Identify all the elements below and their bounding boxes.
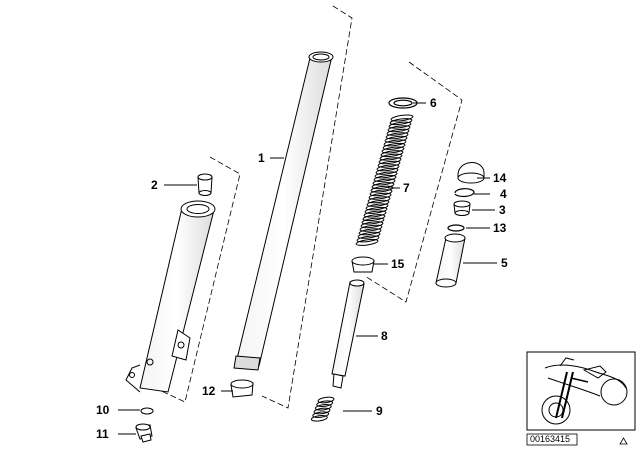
spring-coil bbox=[313, 407, 331, 415]
spring-coil bbox=[364, 206, 388, 214]
spring-coil bbox=[356, 235, 380, 243]
diagram-code-frame bbox=[526, 433, 578, 446]
spring-coil bbox=[382, 142, 406, 150]
triangle-icon bbox=[619, 437, 628, 445]
spring-coil bbox=[360, 221, 384, 229]
spring-coil bbox=[365, 203, 389, 211]
spring-coil bbox=[384, 135, 408, 143]
callout-3: 3 bbox=[499, 203, 506, 217]
spring-coil bbox=[379, 153, 403, 161]
spring-coil bbox=[316, 400, 334, 408]
spring-coil bbox=[358, 228, 382, 236]
spring-coil bbox=[378, 157, 402, 165]
spring-coil bbox=[355, 238, 379, 246]
group-frame-centre bbox=[261, 5, 353, 409]
callout-labels: 1 2 6 7 14 4 3 13 5 15 8 9 12 10 11 bbox=[96, 96, 508, 441]
callout-7: 7 bbox=[403, 181, 410, 195]
callout-11: 11 bbox=[96, 427, 109, 441]
spring-coil bbox=[312, 411, 330, 419]
spring-coil bbox=[375, 167, 399, 175]
callout-14: 14 bbox=[493, 171, 507, 185]
part-13-o-ring bbox=[447, 224, 465, 232]
spring-coil bbox=[359, 224, 383, 232]
callout-8: 8 bbox=[381, 329, 388, 343]
part-9-small-spring bbox=[310, 396, 335, 422]
spring-coil bbox=[366, 199, 390, 207]
part-7-coil-spring bbox=[355, 114, 414, 246]
spring-coil bbox=[367, 196, 391, 204]
spring-damper-assembly bbox=[364, 61, 463, 303]
part-6-washer bbox=[388, 97, 418, 109]
callout-5: 5 bbox=[501, 256, 508, 270]
spring-coil bbox=[371, 182, 395, 190]
spring-coil bbox=[369, 189, 393, 197]
spring-coil bbox=[389, 118, 413, 126]
motorcycle-thumbnail-icon bbox=[526, 351, 636, 431]
spring-coil bbox=[376, 164, 400, 172]
spring-coil bbox=[374, 171, 398, 179]
spring-coil bbox=[381, 146, 405, 154]
group-frame-right bbox=[364, 61, 463, 303]
callout-10: 10 bbox=[96, 403, 110, 417]
spring-coil bbox=[388, 121, 412, 129]
spring-coil bbox=[385, 132, 409, 140]
spring-coil bbox=[372, 178, 396, 186]
callout-4: 4 bbox=[500, 187, 507, 201]
slider-tube-assembly bbox=[125, 156, 241, 403]
part-11-drain-screw bbox=[135, 423, 153, 443]
spring-coil bbox=[383, 139, 407, 147]
spring-coil bbox=[380, 150, 404, 158]
spring-coil bbox=[386, 128, 410, 136]
part-2-bushing bbox=[197, 173, 213, 196]
spring-coil bbox=[317, 396, 335, 404]
part-14-cap bbox=[457, 162, 485, 184]
callout-6: 6 bbox=[430, 96, 437, 110]
spring-coil bbox=[387, 125, 411, 133]
callout-15: 15 bbox=[391, 257, 405, 271]
spring-coil bbox=[357, 231, 381, 239]
spring-coil bbox=[361, 217, 385, 225]
spring-coil bbox=[377, 160, 401, 168]
callout-12: 12 bbox=[202, 384, 216, 398]
part-4-circlip bbox=[454, 188, 475, 198]
part-3-nut bbox=[453, 200, 471, 216]
spring-coil bbox=[373, 174, 397, 182]
part-8-damper-rod bbox=[331, 279, 365, 389]
callout-1: 1 bbox=[258, 151, 265, 165]
spring-coil bbox=[368, 192, 392, 200]
part-12-clamp-ring bbox=[230, 379, 254, 398]
fork-tube-assembly bbox=[233, 5, 353, 409]
leader-lines bbox=[118, 102, 497, 435]
callout-9: 9 bbox=[376, 404, 383, 418]
part-10-seal-ring bbox=[140, 407, 154, 415]
callout-13: 13 bbox=[493, 221, 507, 235]
part-15-collar bbox=[351, 256, 375, 273]
callout-2: 2 bbox=[151, 178, 158, 192]
spring-coil bbox=[362, 214, 386, 222]
part-5-spacer-tube bbox=[435, 233, 466, 288]
spring-coil bbox=[314, 403, 332, 411]
spring-coil bbox=[363, 210, 387, 218]
diagram-code: 00163415 bbox=[530, 434, 570, 444]
spring-coil bbox=[310, 414, 328, 422]
spring-coil bbox=[390, 114, 414, 122]
